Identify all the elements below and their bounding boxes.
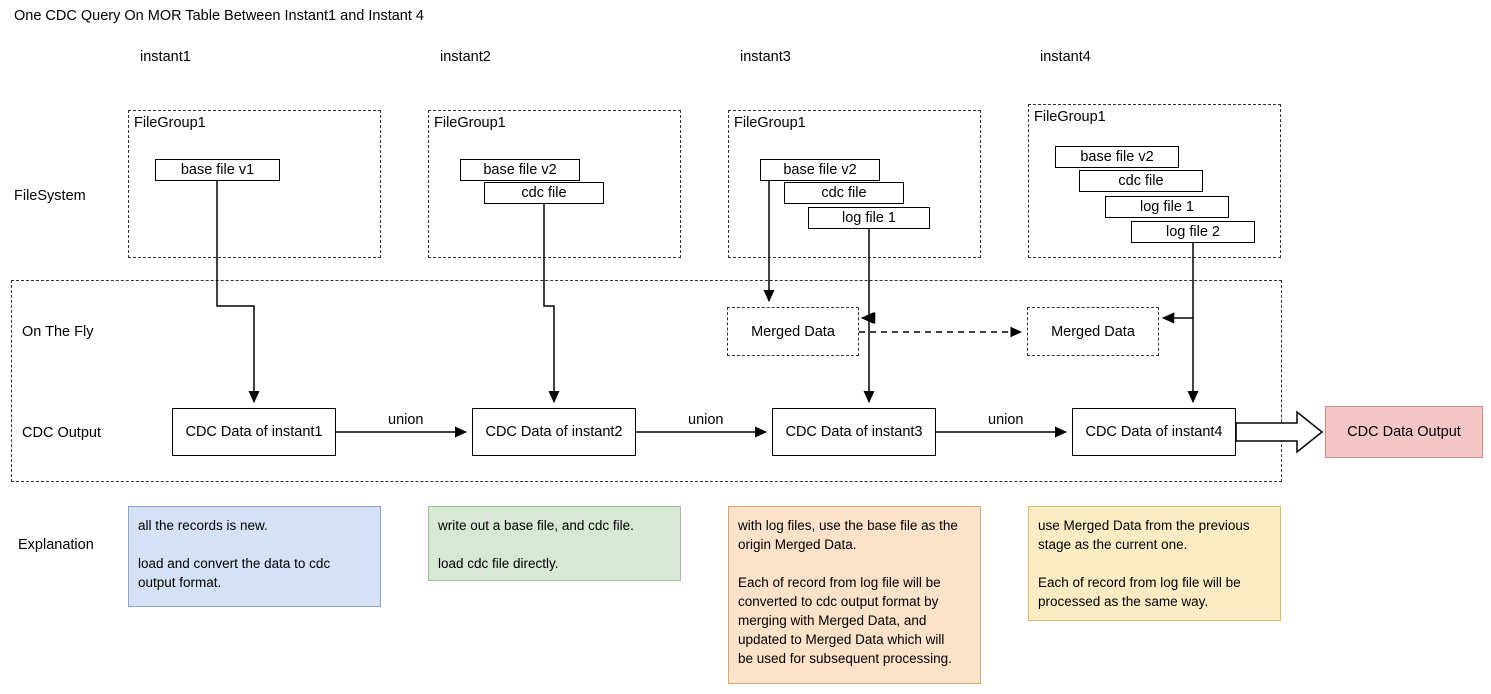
cdc-data-box-instant4: CDC Data of instant4 [1072,408,1236,456]
file-box-cdc-file: cdc file [784,182,904,204]
row-label-filesystem: FileSystem [14,188,86,204]
explanation-box-instant4: use Merged Data from the previous stage … [1028,506,1281,621]
cdc-data-box-instant2: CDC Data of instant2 [472,408,636,456]
file-box-log-file-1: log file 1 [808,207,930,229]
file-box-cdc-file: cdc file [484,182,604,204]
file-box-log-file-2: log file 2 [1131,221,1255,243]
cdc-data-box-instant1: CDC Data of instant1 [172,408,336,456]
filegroup-label: FileGroup1 [734,115,806,131]
filegroup-instant4: FileGroup1 [1028,104,1281,258]
cdc-data-box-instant3: CDC Data of instant3 [772,408,936,456]
file-box-base-file-v2: base file v2 [460,159,580,181]
diagram-title: One CDC Query On MOR Table Between Insta… [14,8,424,24]
row-label-cdc-output: CDC Output [22,425,101,441]
row-label-explanation: Explanation [18,537,94,553]
on-the-fly-cdc-container [11,280,1282,482]
column-header-instant3: instant3 [740,49,791,65]
row-label-on-the-fly: On The Fly [22,324,94,340]
explanation-box-instant1: all the records is new. load and convert… [128,506,381,607]
filegroup-label: FileGroup1 [434,115,506,131]
file-box-log-file-1: log file 1 [1105,196,1229,218]
file-box-cdc-file: cdc file [1079,170,1203,192]
union-label-3: union [985,412,1027,428]
filegroup-label: FileGroup1 [1034,109,1106,125]
union-label-2: union [685,412,727,428]
file-box-base-file-v2: base file v2 [760,159,880,181]
column-header-instant1: instant1 [140,49,191,65]
filegroup-instant1: FileGroup1 [128,110,381,258]
explanation-box-instant3: with log files, use the base file as the… [728,506,981,684]
merged-data-box-instant4: Merged Data [1027,307,1159,356]
file-box-base-file-v1: base file v1 [155,159,280,181]
explanation-box-instant2: write out a base file, and cdc file. loa… [428,506,681,581]
union-label-1: union [385,412,427,428]
filegroup-label: FileGroup1 [134,115,206,131]
file-box-base-file-v2: base file v2 [1055,146,1179,168]
filegroup-instant3: FileGroup1 [728,110,981,258]
cdc-data-output-box: CDC Data Output [1325,406,1483,458]
column-header-instant2: instant2 [440,49,491,65]
column-header-instant4: instant4 [1040,49,1091,65]
merged-data-box-instant3: Merged Data [727,307,859,356]
